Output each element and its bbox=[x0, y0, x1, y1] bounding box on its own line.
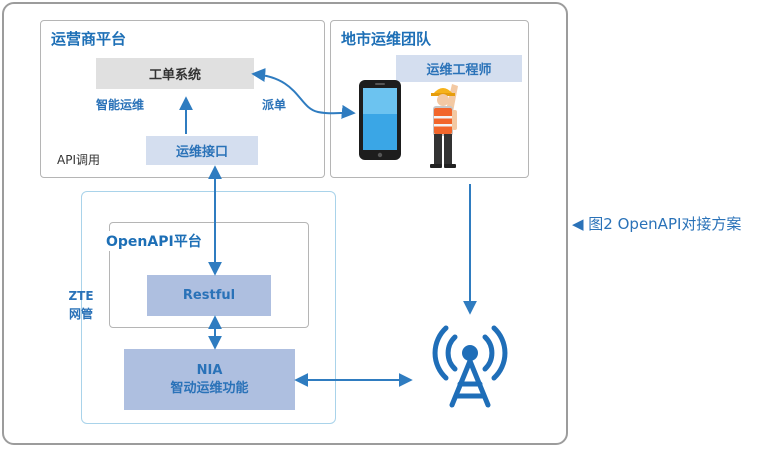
zte-nms-label-line2: 网管 bbox=[68, 307, 93, 321]
ops-engineer-label-box: 运维工程师 bbox=[396, 55, 522, 82]
restful-box: Restful bbox=[147, 275, 271, 316]
smart-ops-label: 智能运维 bbox=[96, 98, 145, 112]
zte-nms-label-line1: ZTE bbox=[68, 289, 94, 303]
zte-nms-label: ZTE 网管 bbox=[63, 287, 99, 323]
city-ops-team-title: 地市运维团队 bbox=[341, 30, 432, 48]
dispatch-arrow bbox=[251, 68, 356, 119]
figure-caption: ◀ 图2 OpenAPI对接方案 bbox=[572, 215, 742, 233]
nia-line1: NIA bbox=[196, 362, 223, 378]
api-call-label: API调用 bbox=[57, 153, 100, 167]
nia-box: NIA 智动运维功能 bbox=[124, 349, 295, 410]
openapi-platform-title: OpenAPI平台 bbox=[104, 231, 204, 251]
ops-interface-box: 运维接口 bbox=[146, 136, 258, 165]
work-order-system-box: 工单系统 bbox=[96, 58, 254, 89]
operator-platform-title: 运营商平台 bbox=[51, 30, 127, 48]
nia-line2: 智动运维功能 bbox=[170, 380, 249, 396]
